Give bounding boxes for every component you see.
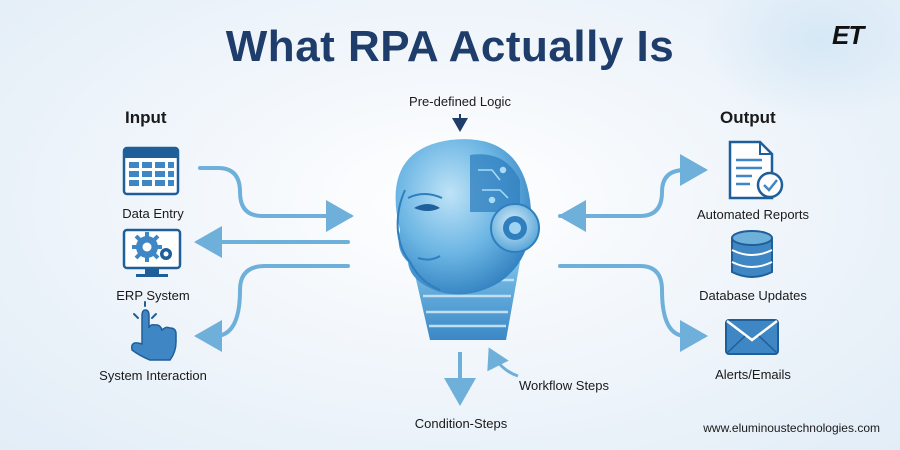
robot-head <box>395 139 540 340</box>
workflow-arrow <box>487 347 519 378</box>
corner-glow <box>700 0 900 120</box>
input-label-system-interaction: System Interaction <box>99 368 207 383</box>
output-header: Output <box>720 108 776 127</box>
input-header: Input <box>125 108 167 127</box>
report-document-icon <box>728 140 784 200</box>
input-arrows <box>194 166 354 352</box>
output-label-alerts-emails: Alerts/Emails <box>715 367 791 382</box>
arrow-to-reports <box>558 154 708 218</box>
envelope-icon <box>725 319 779 355</box>
logic-label: Pre-defined Logic <box>409 94 511 109</box>
erp-gear-monitor-icon <box>122 228 182 277</box>
arrow-to-alerts <box>558 264 708 352</box>
arrow-data-entry-to-head <box>198 166 354 232</box>
arrow-head-to-interaction <box>194 264 350 352</box>
database-icon <box>731 230 773 278</box>
output-arrows <box>558 154 708 352</box>
output-label-database-updates: Database Updates <box>699 288 807 303</box>
workflow-label: Workflow Steps <box>518 378 610 393</box>
pointing-hand-icon <box>130 301 177 361</box>
page-title: What RPA Actually Is <box>225 22 675 71</box>
input-label-data-entry: Data Entry <box>122 206 184 221</box>
spreadsheet-icon <box>122 146 180 196</box>
condition-label: Condition-Steps <box>414 416 508 431</box>
brand-logo: ET <box>832 20 864 50</box>
output-label-automated-reports: Automated Reports <box>696 207 809 222</box>
input-label-erp-system: ERP System <box>116 288 190 303</box>
website-url: www.eluminoustechnologies.com <box>703 421 880 435</box>
